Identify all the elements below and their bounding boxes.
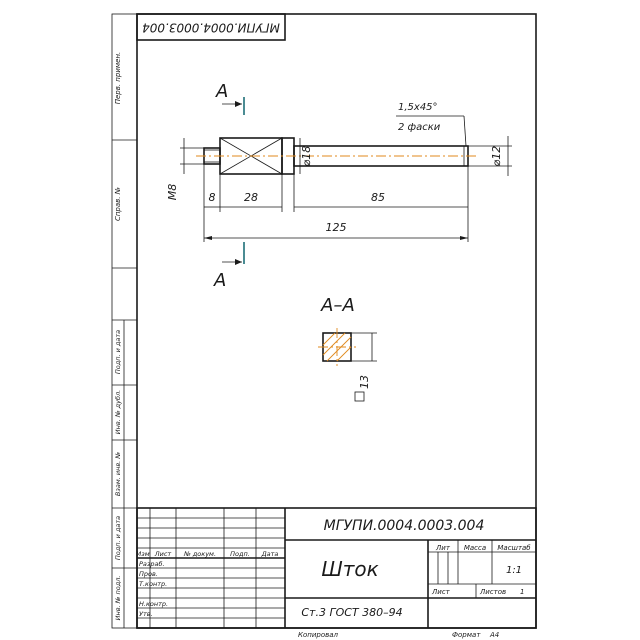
format-value: А4 [489, 631, 499, 639]
section-label-top: А [215, 81, 228, 102]
square-symbol [354, 391, 365, 402]
sheets-value: 1 [520, 588, 524, 596]
hdr-scale: Масштаб [497, 544, 531, 552]
role-tech-control: Т.контр. [139, 580, 167, 588]
hdr-sign: Подп. [230, 550, 250, 558]
scale-value: 1:1 [506, 565, 522, 576]
designation-main: МГУПИ.0004.0003.004 [324, 518, 485, 534]
designation-box [136, 13, 286, 41]
hdr-doc: № докум. [183, 550, 216, 558]
section-marks: А А [213, 81, 245, 291]
strip-sign-date-1: Подп. и дата [114, 330, 122, 374]
inner-frame [136, 13, 537, 629]
part-name: Шток [321, 557, 378, 581]
hdr-sheet: Лист [154, 550, 172, 558]
dim-l3: 85 [371, 191, 385, 204]
format-label: Формат [452, 631, 481, 639]
strip-replace-no: Взам. инв. № [114, 452, 122, 496]
section-label-bottom: А [213, 270, 226, 291]
left-strip: Перв. примен. Справ. № Подп. и дата Инв.… [112, 52, 137, 628]
role-checker: Пров. [139, 570, 158, 578]
dim-d1: ⌀18 [300, 146, 313, 167]
role-norm-control: Н.контр. [139, 600, 168, 608]
dim-total: 125 [326, 221, 347, 234]
role-approve: Утв. [139, 610, 153, 618]
hdr-mass: Масса [464, 544, 486, 552]
hdr-sheets: Листов [479, 588, 506, 596]
title-block: Изм Лист № докум. Подп. Дата Разраб. Про… [136, 507, 537, 629]
hdr-sheet-no: Лист [431, 588, 451, 596]
strip-reference: Справ. № [114, 187, 122, 221]
role-developer: Разраб. [139, 560, 165, 568]
dim-l1: 8 [209, 191, 216, 204]
hdr-date: Дата [261, 550, 279, 558]
strip-dup-no: Инв. № дубл. [114, 390, 122, 434]
dim-square: 13 [358, 375, 371, 389]
chamfer-size: 1,5х45° [398, 102, 438, 113]
part-view [196, 137, 478, 175]
dim-d2: ⌀12 [490, 146, 503, 167]
designation-top: МГУПИ.0004.0003.004 [142, 21, 280, 35]
section-view: А–А 13 [318, 295, 377, 402]
hdr-lit: Лит [435, 544, 451, 552]
strip-sign-date-2: Подп. и дата [114, 516, 122, 560]
footer: Копировал Формат А4 [298, 631, 499, 639]
strip-original-no: Инв. № подл. [114, 576, 122, 621]
dim-thread: М8 [166, 184, 179, 201]
copied-label: Копировал [298, 631, 339, 639]
material: Ст.3 ГОСТ 380–94 [301, 606, 402, 619]
section-title: А–А [320, 295, 355, 316]
strip-first-use: Перв. примен. [114, 52, 122, 105]
dim-l2: 28 [244, 191, 258, 204]
chamfer-count: 2 фаски [398, 122, 441, 133]
hdr-change: Изм [136, 550, 149, 558]
dimensions: М8 8 28 85 125 ⌀18 ⌀12 1,5х45° 2 фаски [166, 102, 512, 242]
